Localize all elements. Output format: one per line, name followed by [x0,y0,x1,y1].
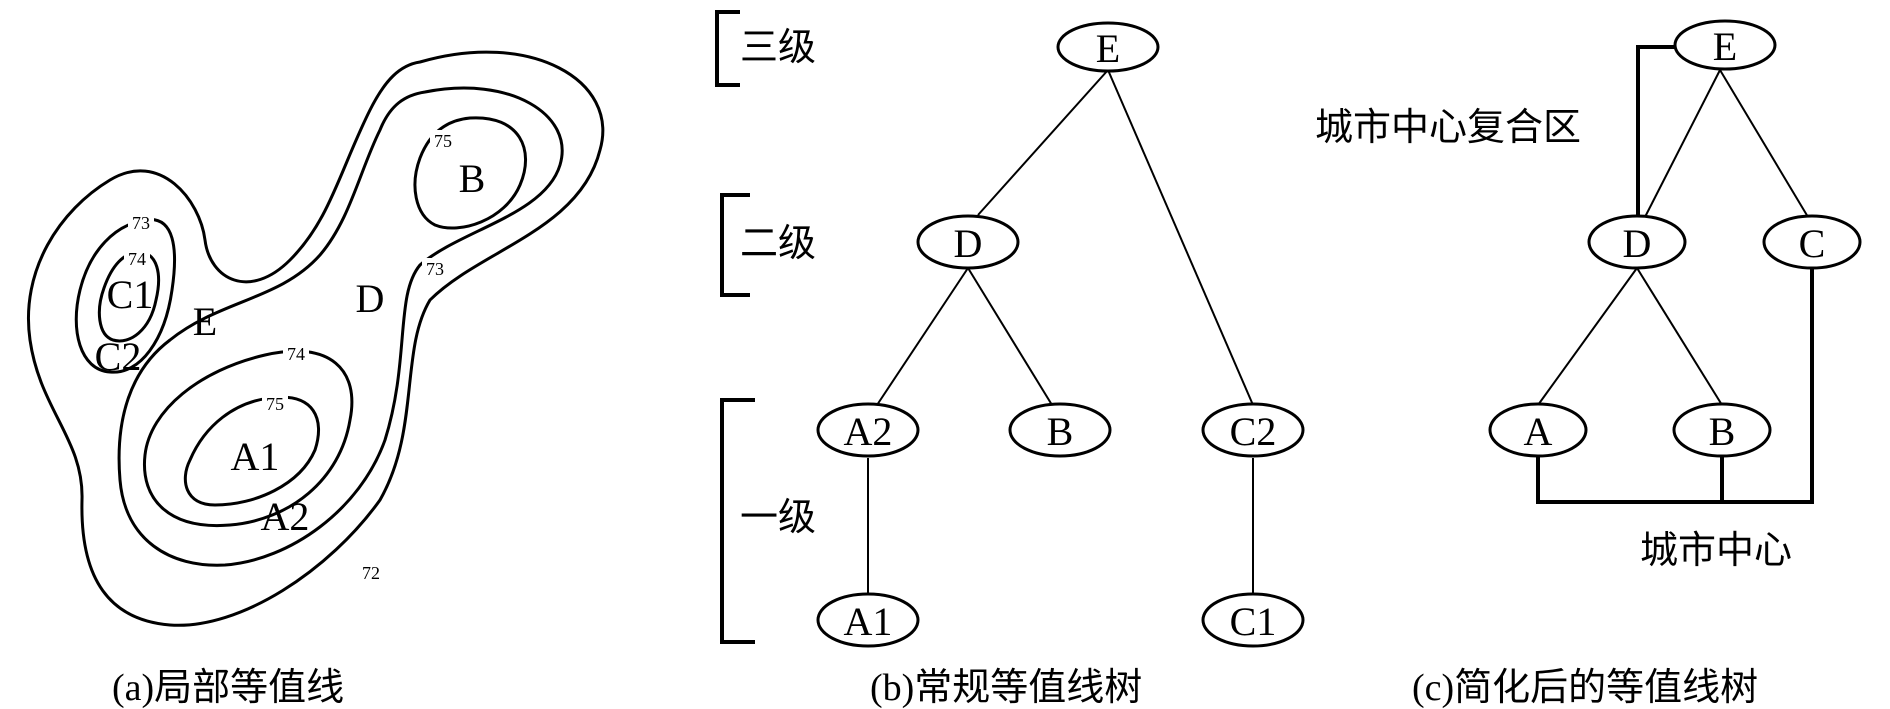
value-72-outer: 72 [362,563,380,583]
svg-text:B: B [1047,409,1074,454]
contour-value-labels: 75 73 74 73 74 75 72 [124,130,456,583]
caption-b: (b)常规等值线树 [870,667,1142,709]
value-75-a: 75 [266,394,284,414]
city-center-label: 城市中心 [1640,530,1792,572]
simplified-node-e: E [1673,19,1777,71]
simplified-node-a: A [1488,402,1588,458]
tree-node-a1: A1 [816,592,920,648]
panel-c-simplified-tree: 城市中心复合区 城市中心 E D C A B (c)简化 [1315,19,1862,709]
region-label-a1: A1 [231,434,280,479]
contour-74-c [97,250,160,343]
region-label-a2: A2 [261,494,310,539]
edge-c-e-d [1644,69,1721,218]
tree-node-a2: A2 [816,402,920,458]
simplified-node-d: D [1587,214,1687,270]
contour-74-a [142,349,354,528]
contour-73-d [117,86,564,567]
edge-d-b [967,267,1053,406]
svg-text:A: A [1524,409,1553,454]
value-75-b: 75 [434,131,452,151]
svg-text:A2: A2 [844,409,893,454]
edge-d-a2 [876,267,969,406]
contour-75-b [413,116,528,230]
edge-c-d-b [1636,267,1723,406]
simplified-node-b: B [1672,402,1772,458]
svg-text:C: C [1799,221,1826,266]
level-bracket-1: 一级 [720,398,816,644]
level-label-1: 一级 [740,497,816,539]
edge-c-e-c [1719,69,1809,218]
tree-node-d: D [916,214,1020,270]
svg-text:A1: A1 [844,599,893,644]
svg-text:C2: C2 [1230,409,1277,454]
panel-b-contour-tree: 三级 二级 一级 E D A2 B [715,10,1305,709]
value-74-a: 74 [287,344,305,364]
region-label-c2: C2 [95,334,142,379]
svg-text:D: D [954,221,983,266]
edge-c-d-a [1537,267,1638,406]
region-label-d: D [356,276,385,321]
level-label-2: 二级 [740,223,816,265]
caption-a: (a)局部等值线 [112,667,344,709]
value-73-d: 73 [426,259,444,279]
city-center-connector [1536,268,1814,504]
level-bracket-3: 三级 [715,10,816,87]
region-label-c1: C1 [107,272,154,317]
svg-text:E: E [1096,26,1120,71]
caption-c: (c)简化后的等值线树 [1412,667,1758,709]
svg-text:C1: C1 [1230,599,1277,644]
contour-73-c [74,218,177,374]
contour-75-a [183,395,320,507]
region-label-b: B [459,156,486,201]
tree-node-b: B [1008,402,1112,458]
region-label-e: E [193,299,217,344]
composite-zone-label: 城市中心复合区 [1315,107,1581,149]
svg-text:D: D [1623,221,1652,266]
contour-72-outer [27,50,605,627]
value-73-c: 73 [132,213,150,233]
level-label-3: 三级 [740,27,816,69]
level-bracket-2: 二级 [720,193,816,297]
value-74-c: 74 [128,249,146,269]
tree-node-c2: C2 [1201,402,1305,458]
simplified-node-c: C [1762,214,1862,270]
composite-zone-connector [1636,45,1676,216]
svg-text:B: B [1709,409,1736,454]
panel-a-contour-map: B C1 C2 E D A1 A2 75 73 74 73 74 75 72 (… [27,50,605,709]
edge-e-d [977,69,1109,216]
edge-e-c2 [1107,69,1254,406]
tree-node-c1: C1 [1201,592,1305,648]
tree-node-e: E [1056,21,1160,73]
svg-text:E: E [1713,24,1737,69]
